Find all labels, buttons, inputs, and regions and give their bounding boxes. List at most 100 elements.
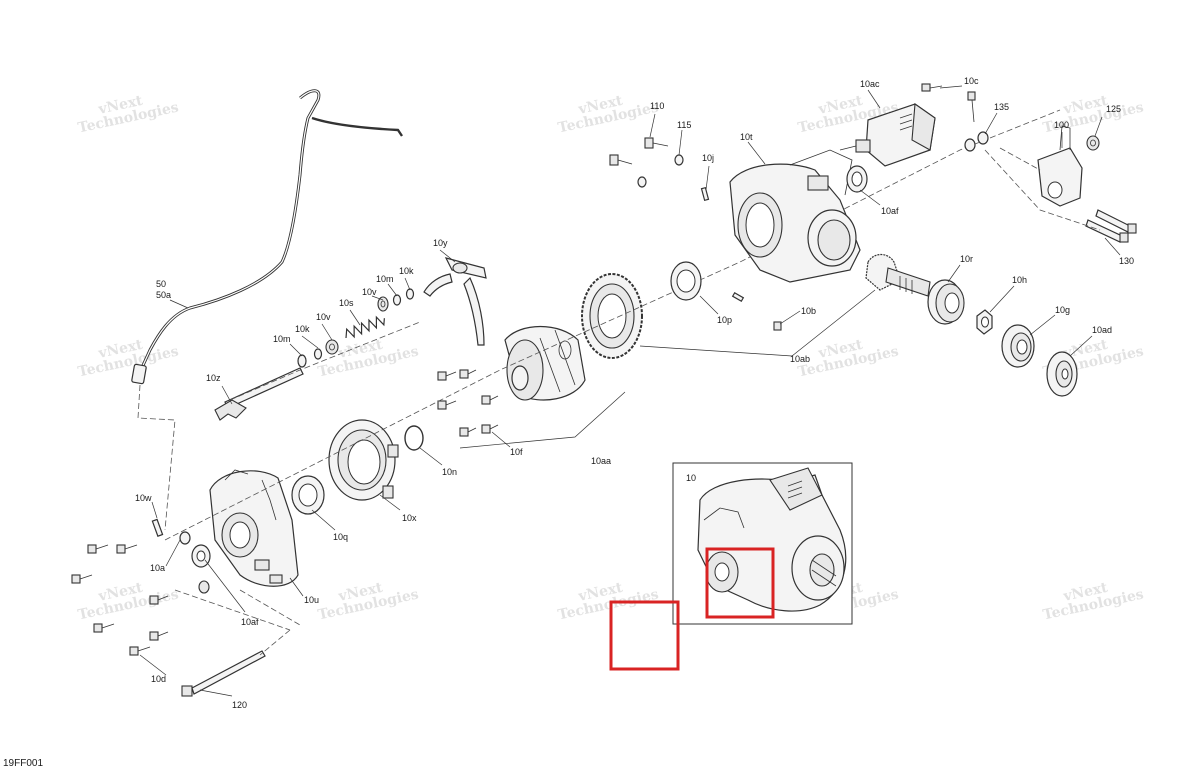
callout-10c[interactable]: 10c <box>964 76 979 86</box>
bolt[interactable] <box>149 631 169 641</box>
part-10ac-actuator[interactable] <box>839 103 936 167</box>
bolt[interactable] <box>1095 209 1137 234</box>
callout-10h[interactable]: 10h <box>1012 275 1027 285</box>
callout-10u[interactable]: 10u <box>304 595 319 605</box>
callout-10ad[interactable]: 10ad <box>1092 325 1112 335</box>
part-10a-seal[interactable] <box>179 531 191 545</box>
callout-10aa[interactable]: 10aa <box>591 456 611 466</box>
callout-10f[interactable]: 10f <box>510 447 523 457</box>
callout-10y[interactable]: 10y <box>433 238 448 248</box>
part-10p-seal[interactable] <box>670 261 702 301</box>
callout-10ac[interactable]: 10ac <box>860 79 880 89</box>
part-10s-spring[interactable] <box>343 314 387 339</box>
part-10g-coupler[interactable] <box>1001 324 1035 368</box>
washer[interactable] <box>674 154 684 166</box>
callout-10d[interactable]: 10d <box>151 674 166 684</box>
washer[interactable] <box>964 138 976 152</box>
callout-10z[interactable]: 10z <box>206 373 221 383</box>
callout-10k-right[interactable]: 10k <box>399 266 414 276</box>
callout-10w[interactable]: 10w <box>135 493 152 503</box>
part-50-cable[interactable] <box>131 89 403 385</box>
callout-10m-right[interactable]: 10m <box>376 274 394 284</box>
callout-135[interactable]: 135 <box>994 102 1009 112</box>
part-10u-left-housing[interactable] <box>209 469 299 587</box>
part-10k-washer-right[interactable] <box>405 288 415 300</box>
bolt[interactable] <box>71 574 93 584</box>
part-10x-cover-ring[interactable] <box>328 419 399 501</box>
callout-10t[interactable]: 10t <box>740 132 753 142</box>
part-10b-bolt[interactable] <box>773 321 782 331</box>
part-10q-bearing[interactable] <box>291 475 325 515</box>
callout-10n[interactable]: 10n <box>442 467 457 477</box>
bolt[interactable] <box>93 623 115 633</box>
bolt[interactable] <box>644 137 669 149</box>
part-10m-clip[interactable] <box>297 354 307 368</box>
part-110-bolts <box>609 137 669 166</box>
part-10h-nut[interactable] <box>976 309 993 335</box>
callout-115[interactable]: 115 <box>677 120 691 130</box>
callout-10j[interactable]: 10j <box>702 153 714 163</box>
callout-10r[interactable]: 10r <box>960 254 973 264</box>
washer[interactable] <box>637 176 647 188</box>
bolt[interactable] <box>1085 219 1129 243</box>
bolt[interactable] <box>87 544 109 554</box>
part-pinion-shaft[interactable] <box>865 253 931 297</box>
part-10k-washer[interactable] <box>313 348 323 360</box>
callout-10af-right[interactable]: 10af <box>881 206 899 216</box>
callout-125[interactable]: 125 <box>1106 104 1121 114</box>
part-10d-bolts <box>71 544 169 656</box>
part-10n-o-ring[interactable] <box>404 425 424 451</box>
callout-120[interactable]: 120 <box>232 700 247 710</box>
part-10af-seal-left[interactable] <box>191 544 211 594</box>
part-10z-shift-shaft[interactable] <box>214 367 304 421</box>
callout-10k-left[interactable]: 10k <box>295 324 310 334</box>
callout-10s[interactable]: 10s <box>339 298 354 308</box>
callout-10af-left[interactable]: 10af <box>241 617 259 627</box>
callout-10m-left[interactable]: 10m <box>273 334 291 344</box>
bolt[interactable] <box>481 424 499 434</box>
bolt[interactable] <box>129 646 151 656</box>
part-10m-clip-right[interactable] <box>392 294 402 306</box>
part-100-bracket[interactable] <box>1037 125 1083 207</box>
bolt[interactable] <box>967 91 976 123</box>
callout-10g[interactable]: 10g <box>1055 305 1070 315</box>
part-10y-shift-fork[interactable] <box>423 257 487 346</box>
part-120-long-bolt[interactable] <box>181 650 266 697</box>
part-10v-pin-left[interactable] <box>325 339 339 355</box>
bolt[interactable] <box>149 595 169 605</box>
bolt[interactable] <box>437 371 457 381</box>
callout-10ab[interactable]: 10ab <box>790 354 810 364</box>
callout-110[interactable]: 110 <box>650 101 664 111</box>
callout-10q[interactable]: 10q <box>333 532 348 542</box>
part-10v-pin-right[interactable] <box>377 296 389 312</box>
bolt[interactable] <box>459 369 477 379</box>
part-10j-pin[interactable] <box>700 186 745 303</box>
bolt[interactable] <box>116 544 138 554</box>
callout-50a[interactable]: 50a <box>156 290 171 300</box>
callout-10v-right[interactable]: 10v <box>362 287 377 297</box>
part-10ad-spring-disc[interactable] <box>1046 351 1078 397</box>
part-10aa-differential[interactable] <box>504 325 586 401</box>
callout-10x[interactable]: 10x <box>402 513 417 523</box>
part-10-complete-transmission[interactable] <box>697 467 847 612</box>
guide-line <box>174 589 291 631</box>
bolt[interactable] <box>437 400 457 410</box>
bolt[interactable] <box>921 83 943 92</box>
callout-10b[interactable]: 10b <box>801 306 816 316</box>
part-10r-bearing[interactable] <box>927 279 965 325</box>
part-10w-pin[interactable] <box>151 518 164 537</box>
callout-10a[interactable]: 10a <box>150 563 165 573</box>
bolt[interactable] <box>459 427 477 437</box>
callout-130[interactable]: 130 <box>1119 256 1134 266</box>
part-10t-main-housing[interactable] <box>729 149 861 283</box>
part-125-nut[interactable] <box>1086 135 1100 151</box>
callout-10v-left[interactable]: 10v <box>316 312 331 322</box>
bolt[interactable] <box>609 154 633 166</box>
callout-50[interactable]: 50 <box>156 279 166 289</box>
washer[interactable] <box>977 131 989 145</box>
bolt[interactable] <box>481 395 499 405</box>
callout-100[interactable]: 100 <box>1054 120 1069 130</box>
callout-10p[interactable]: 10p <box>717 315 732 325</box>
part-10ab-ring-gear[interactable] <box>581 273 643 359</box>
part-10af-seal-right[interactable] <box>846 165 868 193</box>
